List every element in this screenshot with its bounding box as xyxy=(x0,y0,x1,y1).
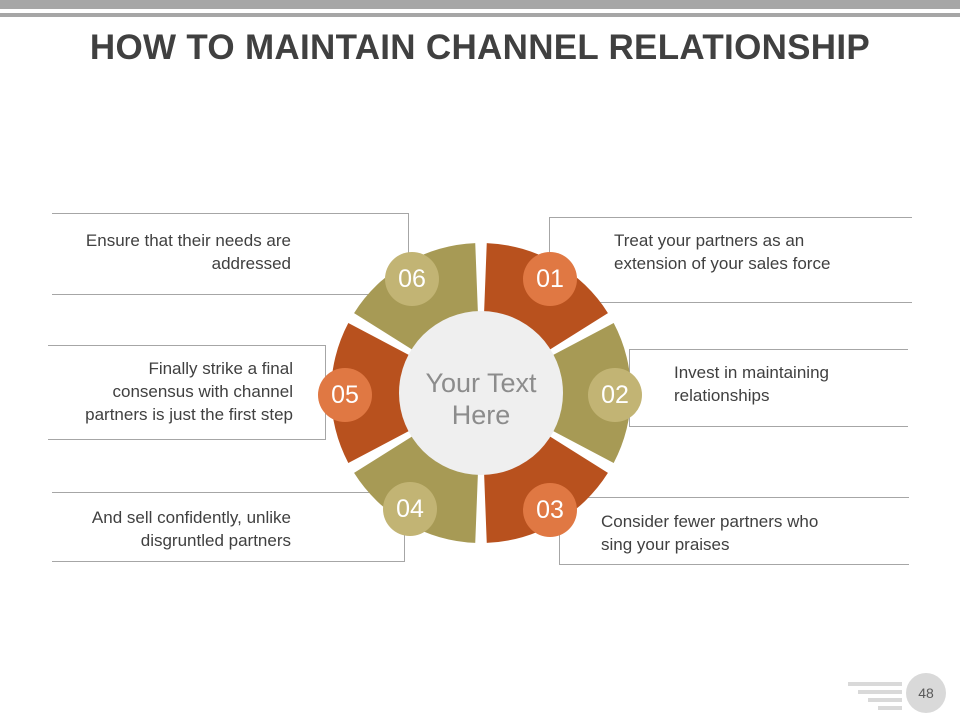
step-number-06: 06 xyxy=(398,265,426,293)
center-text-line-2: Here xyxy=(452,400,511,430)
top-accent-bar xyxy=(0,0,960,9)
step-03-line-2: sing your praises xyxy=(601,535,730,554)
page-number: 48 xyxy=(906,673,946,713)
step-01-line-2: extension of your sales force xyxy=(614,254,831,273)
step-badge-01 xyxy=(523,252,577,306)
step-02-text: Invest in maintaining relationships xyxy=(674,361,904,407)
step-02-line-1: Invest in maintaining xyxy=(674,363,829,382)
step-04-line-2: disgruntled partners xyxy=(140,531,291,550)
step-number-01: 01 xyxy=(536,265,564,293)
step-number-05: 05 xyxy=(331,381,359,409)
step-06-line-1: Ensure that their needs are xyxy=(85,231,291,250)
step-04-text: And sell confidently, unlike disgruntled… xyxy=(55,506,291,552)
step-06-line-2: addressed xyxy=(211,254,291,273)
step-number-02: 02 xyxy=(601,381,629,409)
step-05-text: Finally strike a final consensus with ch… xyxy=(52,357,293,426)
slide-title: HOW TO MAINTAIN CHANNEL RELATIONSHIP xyxy=(89,28,871,67)
step-05-line-2: consensus with channel xyxy=(112,382,293,401)
step-number-04: 04 xyxy=(396,495,424,523)
step-04-line-1: And sell confidently, unlike xyxy=(91,508,291,527)
step-badge-03 xyxy=(523,483,577,537)
step-05-line-1: Finally strike a final xyxy=(148,359,293,378)
step-06-text: Ensure that their needs are addressed xyxy=(55,229,291,275)
center-hub xyxy=(399,311,563,475)
step-badge-05 xyxy=(318,368,372,422)
step-number-03: 03 xyxy=(536,496,564,524)
step-01-text: Treat your partners as an extension of y… xyxy=(614,229,904,275)
step-05-line-3: partners is just the first step xyxy=(85,405,293,424)
step-badge-02 xyxy=(588,368,642,422)
step-badge-04 xyxy=(383,482,437,536)
step-03-text: Consider fewer partners who sing your pr… xyxy=(601,510,901,556)
step-01-line-1: Treat your partners as an xyxy=(614,231,805,250)
step-03-line-1: Consider fewer partners who xyxy=(601,512,819,531)
top-accent-line xyxy=(0,13,960,17)
step-02-line-2: relationships xyxy=(674,386,770,405)
step-badge-06 xyxy=(385,252,439,306)
center-text-line-1: Your Text xyxy=(425,368,537,398)
